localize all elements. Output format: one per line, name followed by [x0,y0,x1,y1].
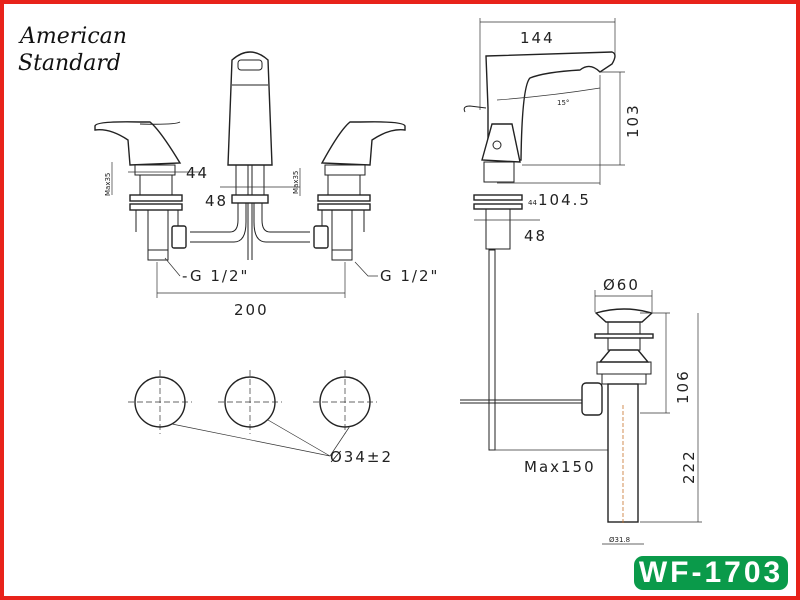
dim-small: 44 [528,199,537,207]
thread-left: -G 1/2" [182,267,249,285]
svg-text:Standard: Standard [18,51,121,76]
hole-diameter: Ø34±2 [330,448,393,466]
dim-width: 200 [234,301,269,319]
side-view: 144 103 15° 104.5 44 48 Max150 [460,18,642,476]
dim-spout: 48 [205,192,228,210]
dim-max-right: Max35 [292,171,300,194]
dim-rod: Max150 [524,458,596,476]
dim-reach: 104.5 [538,191,591,209]
dim-top: Ø60 [603,276,640,294]
dim-length: 144 [520,29,555,47]
model-badge: WF-1703 [634,556,788,590]
spout-body [227,51,273,166]
svg-text:American: American [18,24,127,49]
dim-max-left: Max35 [104,173,112,196]
dim-pipe: Ø31.8 [609,536,630,544]
dim-deck: 48 [524,227,547,245]
dim-handle: 44 [186,164,209,182]
dim-body: 106 [674,369,692,404]
front-view: 44 48 Max35 Max35 -G 1/2" G 1/2" 200 [94,51,439,319]
brand-logo: American Standard [18,24,127,76]
angle: 15° [557,99,569,107]
popup-drain: Ø60 106 222 Ø31.8 [581,276,702,545]
hole-layout: Ø34±2 [128,370,393,466]
thread-right: G 1/2" [380,267,439,285]
right-handle [320,121,406,166]
dim-height: 103 [624,103,642,138]
drain-rod [488,249,496,451]
left-handle [94,121,182,166]
dim-total: 222 [680,449,698,484]
